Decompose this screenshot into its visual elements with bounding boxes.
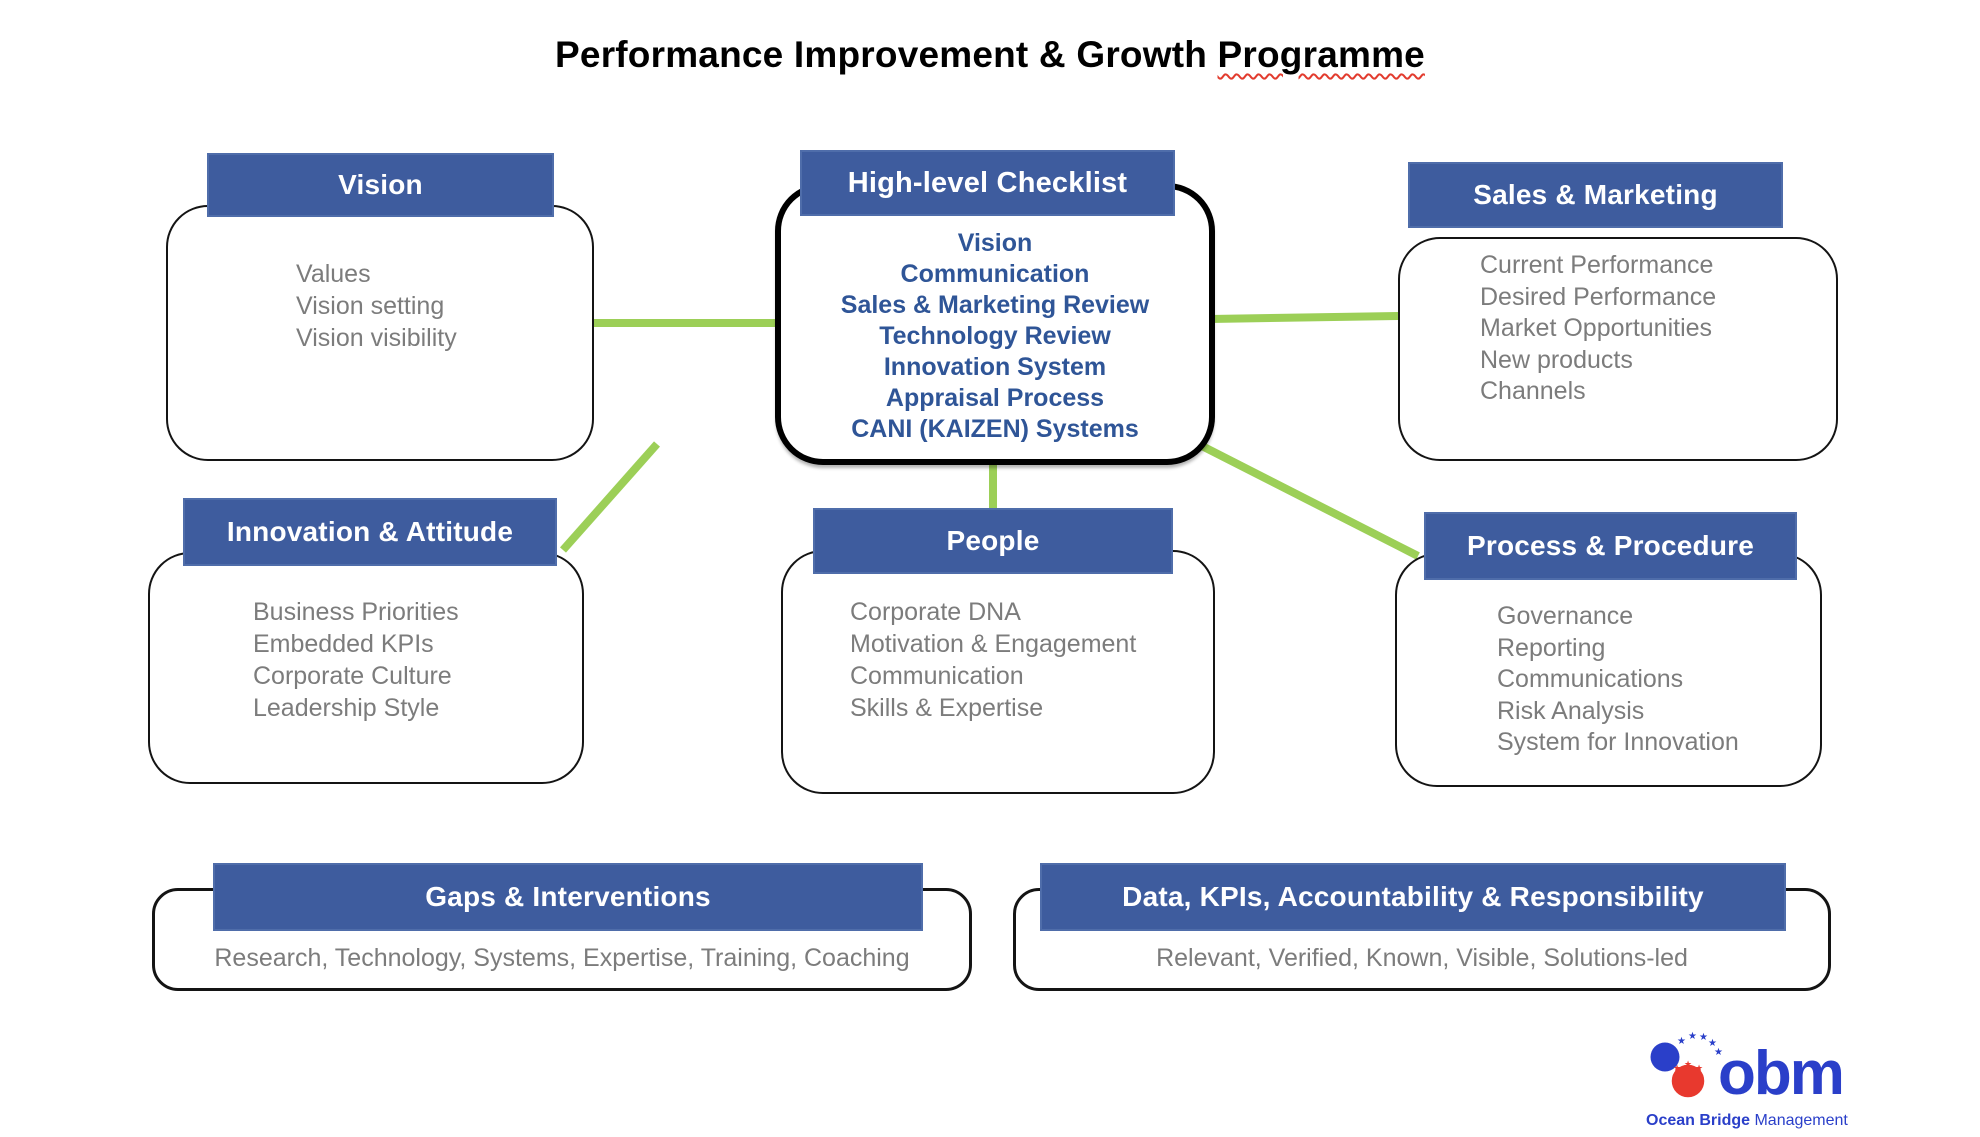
list-item: Corporate DNA [850,598,1021,626]
list-item: Leadership Style [253,694,440,722]
logo-red-stars: ★★★ [1673,1060,1703,1074]
list-item: System for Innovation [1497,728,1739,756]
list-item: Embedded KPIs [253,630,434,658]
connector-checklist-innovation [560,441,660,553]
list-item: Appraisal Process [885,384,1105,412]
list-item: Sales & Marketing Review [840,291,1150,319]
connector-checklist-process [1200,442,1420,560]
obm-logo: ★★ ★★★ ★★★ obm Ocean Bridge Management [1638,1028,1870,1137]
obm-logo-icon: ★★ ★★★ ★★★ obm Ocean Bridge Management [1646,1031,1848,1129]
gaps-interventions-header: Gaps & Interventions [213,863,923,931]
list-item: Current Performance [1480,251,1714,279]
logo-company-name: Ocean Bridge Management [1646,1112,1848,1129]
vision-box [166,205,594,461]
logo-company-name-bold: Ocean Bridge [1646,1112,1750,1129]
svg-text:★: ★ [1684,1060,1692,1070]
list-item: Technology Review [879,322,1111,350]
svg-text:★: ★ [1699,1032,1708,1043]
list-item: Channels [1480,377,1586,405]
list-item: Business Priorities [253,598,459,626]
process-procedure-header: Process & Procedure [1424,512,1797,580]
list-item: Corporate Culture [253,662,452,690]
logo-acronym: obm [1718,1039,1843,1108]
list-item: Vision visibility [296,324,457,352]
logo-blue-stars: ★★ ★★★ [1677,1031,1723,1058]
list-item: New products [1480,345,1633,374]
list-item: Innovation System [883,353,1107,381]
list-item: Desired Performance [1480,282,1717,311]
checklist-header: High-level Checklist [800,150,1175,216]
vision-header: Vision [207,153,554,217]
people-box [781,550,1215,794]
list-item: Vision [957,229,1033,257]
list-item: Risk Analysis [1497,696,1645,725]
list-item: Communication [900,260,1090,288]
page-title-main: Performance Improvement & Growth [555,34,1208,75]
sales-marketing-header: Sales & Marketing [1408,162,1783,228]
innovation-attitude-box [148,552,584,784]
process-procedure-box [1395,553,1822,787]
list-item: Reporting [1497,633,1606,662]
svg-text:★: ★ [1714,1047,1723,1058]
list-item: Skills & Expertise [850,694,1044,722]
checklist-box [775,183,1215,465]
gaps-interventions-text: Research, Technology, Systems, Expertise… [214,944,910,972]
svg-text:★: ★ [1673,1064,1681,1074]
page-title-spellcheck-word: Programme [1217,34,1425,75]
list-item: Governance [1497,602,1634,630]
svg-text:★: ★ [1695,1064,1703,1074]
connector-checklist-sales [1209,312,1401,323]
sales-marketing-box [1398,237,1838,461]
logo-company-name-regular: Management [1750,1112,1848,1129]
data-kpis-text: Relevant, Verified, Known, Visible, Solu… [1156,944,1688,972]
list-item: Communication [850,662,1024,690]
list-item: Market Opportunities [1480,314,1713,342]
data-kpis-header: Data, KPIs, Accountability & Responsibil… [1040,863,1786,931]
page-title: Performance Improvement & Growth Program… [0,34,1980,76]
innovation-attitude-header: Innovation & Attitude [183,498,557,566]
svg-text:★: ★ [1688,1031,1697,1042]
list-item: Motivation & Engagement [850,630,1137,658]
list-item: Communications [1497,665,1684,693]
list-item: CANI (KAIZEN) Systems [851,415,1139,443]
people-header: People [813,508,1173,574]
svg-text:★: ★ [1677,1036,1686,1047]
list-item: Vision setting [296,292,445,320]
list-item: Values [296,260,371,288]
logo-blue-circle [1650,1042,1680,1072]
logo-red-circle [1669,1062,1707,1100]
svg-text:★: ★ [1708,1038,1717,1049]
